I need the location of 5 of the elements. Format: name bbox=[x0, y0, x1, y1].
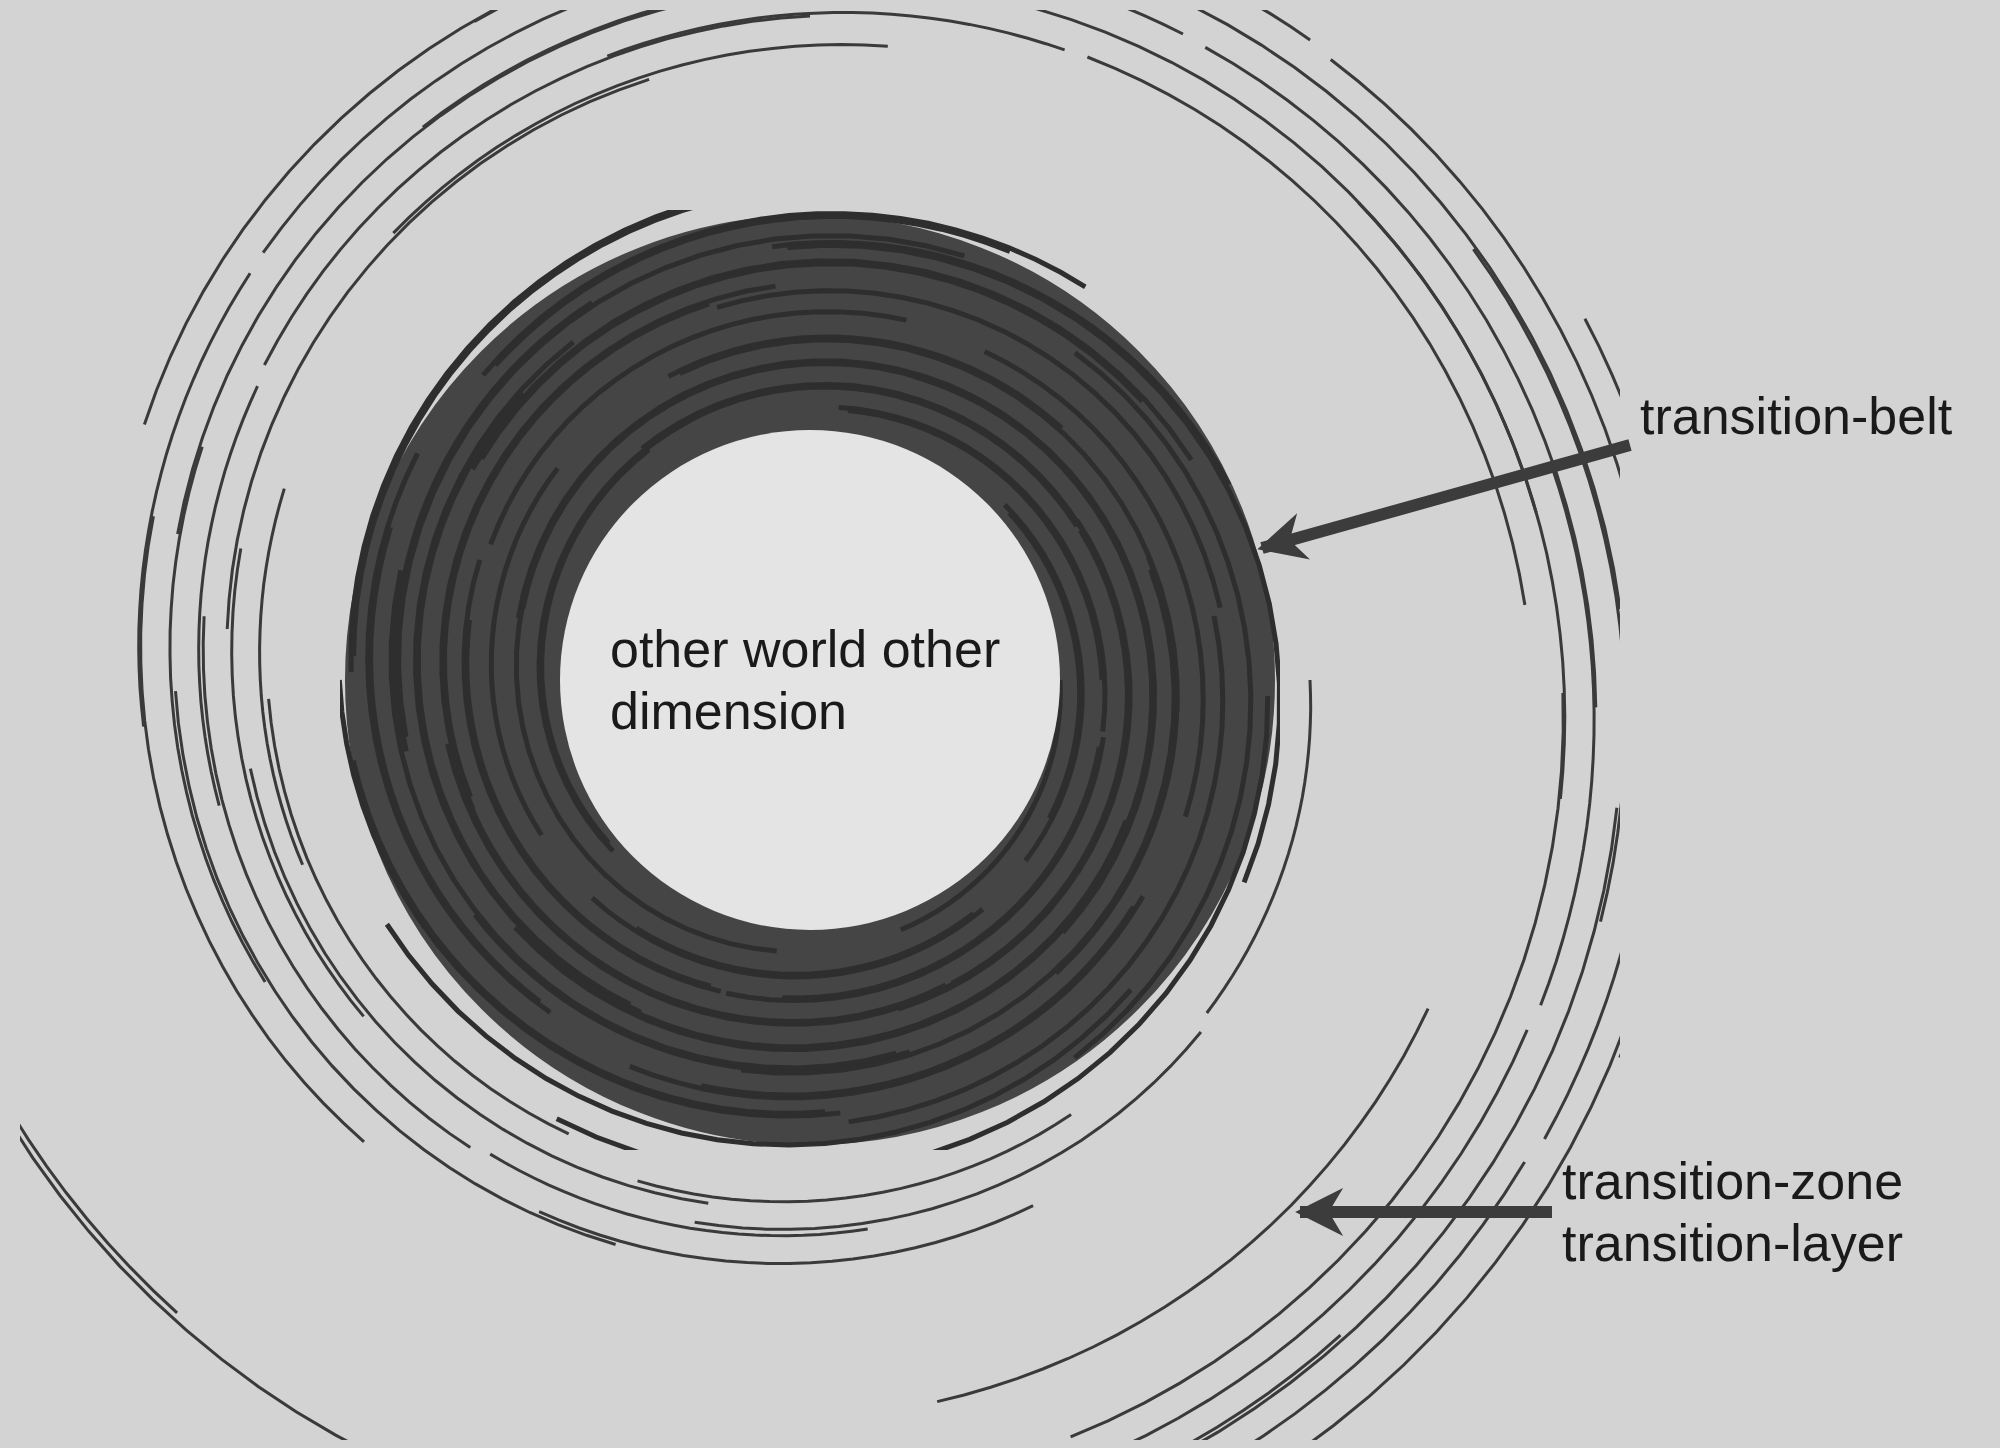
arrow bbox=[1295, 1188, 1552, 1236]
transition-zone-label: transition-zone transition-layer bbox=[1562, 1151, 1905, 1275]
center-label: other world other dimension bbox=[610, 618, 1002, 742]
transition-belt-label: transition-belt bbox=[1640, 386, 1954, 447]
arrow bbox=[1257, 439, 1632, 560]
